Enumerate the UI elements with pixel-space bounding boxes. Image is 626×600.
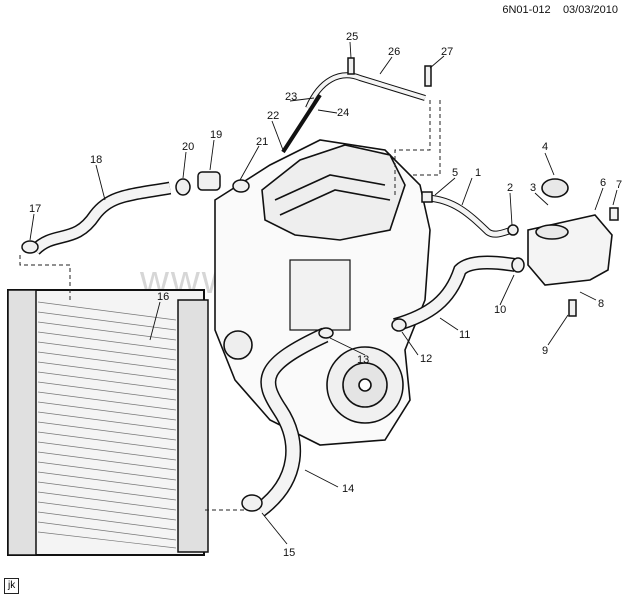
callout-19: 19 <box>210 129 222 141</box>
callout-11: 11 <box>459 329 470 341</box>
callout-3: 3 <box>530 182 536 194</box>
callout-12: 12 <box>420 353 432 365</box>
callout-7: 7 <box>616 179 622 191</box>
callout-10: 10 <box>494 304 506 316</box>
callout-9: 9 <box>542 345 548 357</box>
coolant-hoses <box>30 72 517 517</box>
radiator <box>7 289 209 556</box>
callout-5: 5 <box>452 167 458 179</box>
illustrator-initials: jk <box>4 578 20 594</box>
surge-tank <box>527 178 613 286</box>
callout-20: 20 <box>182 141 194 153</box>
diagram-code: 6N01-012 <box>502 4 551 16</box>
callout-16: 16 <box>157 291 169 303</box>
callout-26: 26 <box>388 46 400 58</box>
callout-14: 14 <box>342 483 354 495</box>
callout-22: 22 <box>267 110 279 122</box>
callout-2: 2 <box>507 182 513 194</box>
callout-8: 8 <box>598 298 604 310</box>
diagram-date: 03/03/2010 <box>562 4 618 16</box>
callout-23: 23 <box>285 91 297 103</box>
callout-4: 4 <box>542 141 548 153</box>
callout-6: 6 <box>600 177 606 189</box>
leader-lines <box>29 41 618 545</box>
callout-21: 21 <box>256 136 268 148</box>
callout-27: 27 <box>441 46 453 58</box>
diagram-header: 6N01-012 03/03/2010 <box>502 4 618 16</box>
callout-18: 18 <box>90 154 102 166</box>
callout-13: 13 <box>357 354 369 366</box>
callout-17: 17 <box>29 203 41 215</box>
thermostat-parts <box>21 57 619 512</box>
callout-15: 15 <box>283 547 295 559</box>
callout-25: 25 <box>346 31 358 43</box>
reference-lines <box>19 100 441 511</box>
callout-1: 1 <box>475 167 481 179</box>
callout-24: 24 <box>337 107 349 119</box>
